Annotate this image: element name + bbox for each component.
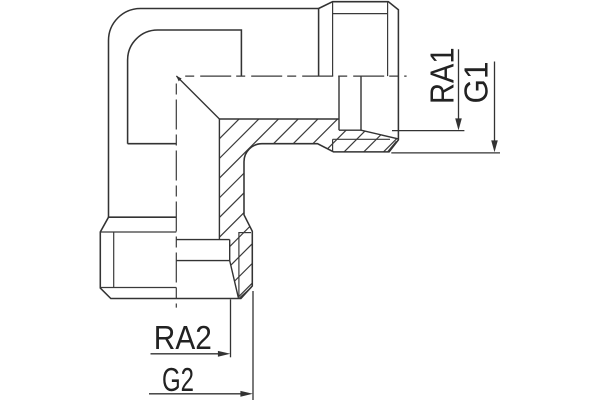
svg-text:RA1: RA1 [424,48,461,105]
svg-text:G1: G1 [458,62,495,104]
svg-text:G2: G2 [162,361,194,398]
svg-text:RA2: RA2 [154,319,212,356]
